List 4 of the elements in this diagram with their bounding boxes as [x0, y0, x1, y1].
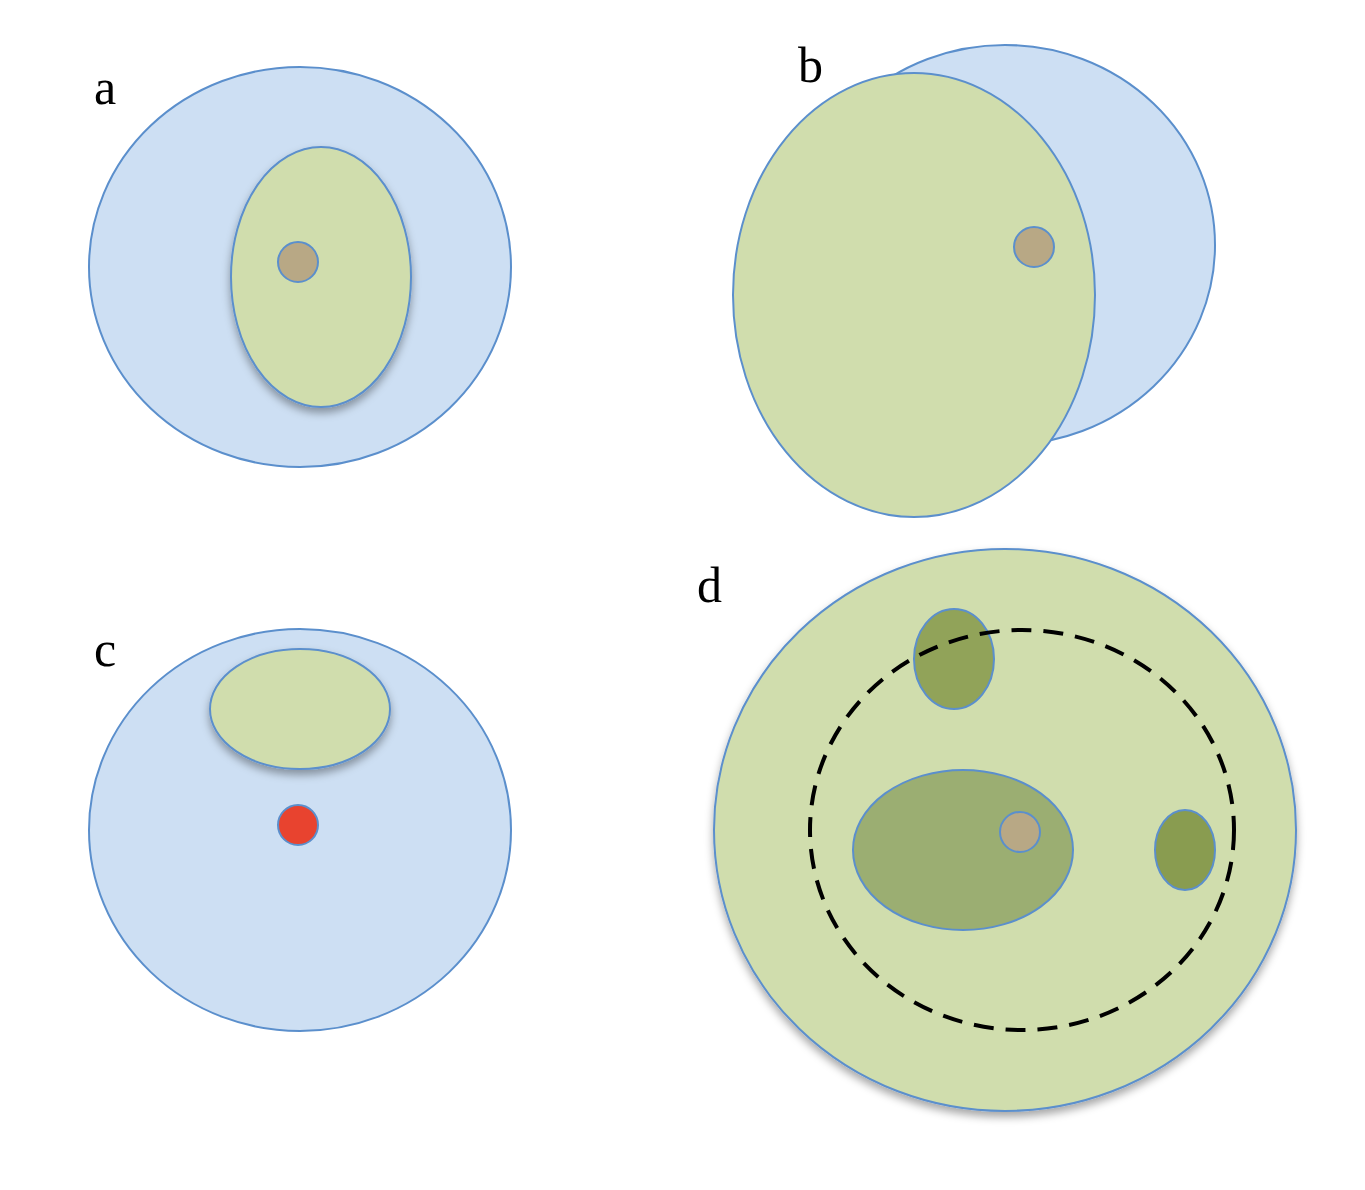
panel-label: b [798, 40, 823, 90]
panel-label: d [697, 560, 722, 610]
panel-label: a [94, 62, 117, 112]
panel-label: c [94, 624, 117, 674]
